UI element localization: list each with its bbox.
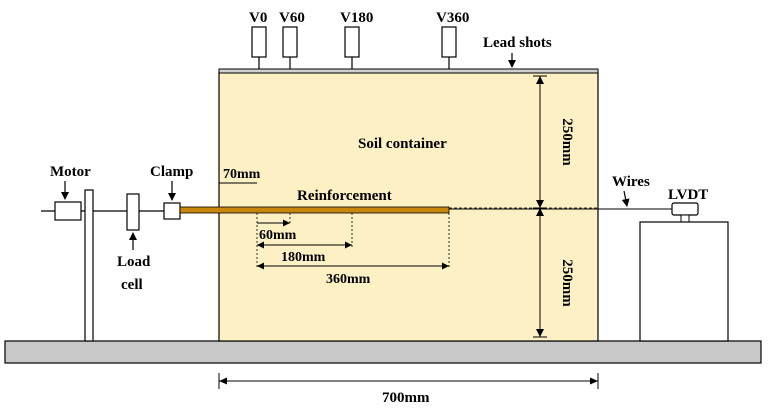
label-wires: Wires [612,174,650,190]
lvdt-table [639,221,729,342]
sensor-v60 [282,26,298,69]
label-v0: V0 [249,10,267,26]
lvdt-body [671,202,699,216]
reinforcement-strip [179,206,450,214]
label-lead-shots: Lead shots [483,35,552,51]
label-motor: Motor [50,164,91,180]
label-height-top: 250mm [559,118,575,166]
label-clamp: Clamp [150,164,193,180]
label-v180: V180 [340,10,373,26]
wires-arrow [621,190,630,207]
label-v360: V360 [436,10,469,26]
soil-container [218,71,599,342]
label-dim-70: 70mm [223,167,261,182]
sensor-v360 [441,26,457,69]
clamp [163,202,181,220]
label-load-cell-2: cell [121,277,143,293]
motor-support [84,189,94,342]
label-lvdt: LVDT [668,187,708,203]
label-v60: V60 [279,10,305,26]
label-dim-700: 700mm [382,390,430,406]
load-cell [126,193,140,231]
sensor-v0 [251,26,267,69]
lvdt-stand [680,214,690,223]
motor [54,201,82,221]
lead-shots-plate [218,68,599,74]
label-reinforcement: Reinforcement [297,188,392,204]
label-dim-180: 180mm [281,250,326,265]
ground-base [4,340,762,364]
label-dim-360: 360mm [326,272,371,287]
label-load-cell-1: Load [117,254,151,270]
label-height-bottom: 250mm [559,259,575,307]
label-dim-60: 60mm [259,228,297,243]
sensor-v180 [344,26,360,69]
label-soil-container: Soil container [358,136,447,152]
